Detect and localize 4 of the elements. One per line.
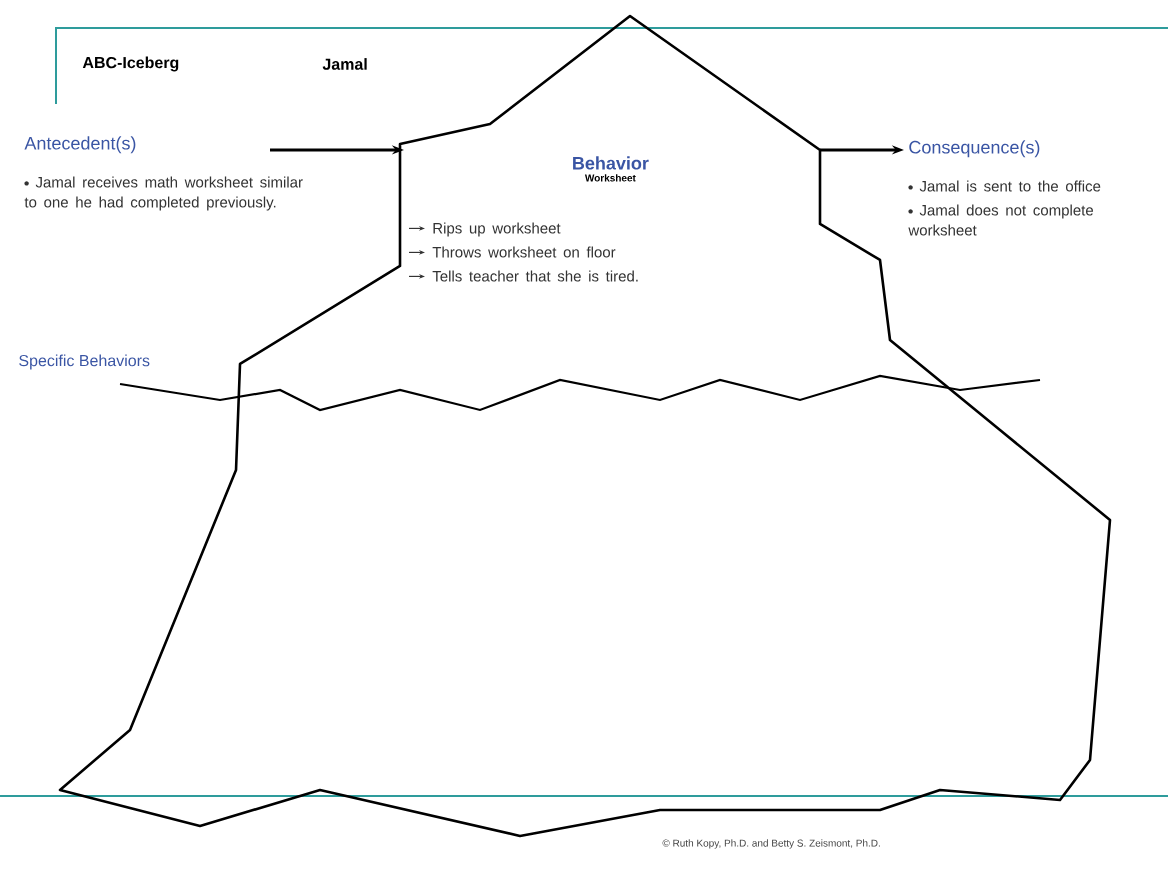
title-text: ABC-Iceberg xyxy=(82,56,179,72)
section-label: Specific Behaviors xyxy=(19,354,150,370)
name-text: Jamal xyxy=(322,58,367,70)
node-label: Behavior xyxy=(573,156,649,170)
